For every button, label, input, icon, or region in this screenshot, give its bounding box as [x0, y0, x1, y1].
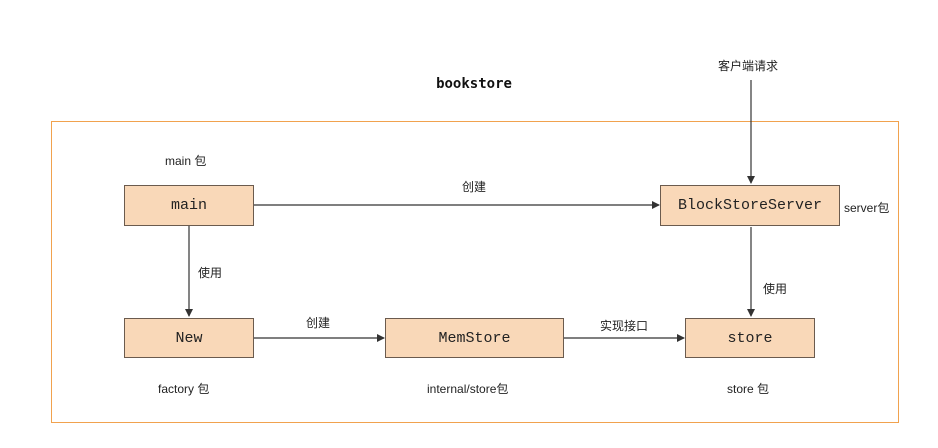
package-label-factory: factory 包 — [158, 382, 210, 396]
edge-label-server-to-store: 使用 — [763, 282, 788, 296]
package-label-internal-store: internal/store包 — [427, 382, 509, 396]
client-request-label: 客户端请求 — [718, 59, 779, 73]
edge-label-main-to-server: 创建 — [462, 180, 487, 194]
edge-label-memstore-to-store: 实现接口 — [600, 319, 649, 333]
node-memstore: MemStore — [385, 318, 564, 358]
diagram-title: bookstore — [436, 76, 512, 92]
edge-label-main-to-new: 使用 — [198, 266, 223, 280]
node-blockstoreserver: BlockStoreServer — [660, 185, 840, 226]
node-new: New — [124, 318, 254, 358]
package-label-main: main 包 — [165, 154, 207, 168]
node-store: store — [685, 318, 815, 358]
package-label-server: server包 — [844, 201, 890, 215]
package-label-store: store 包 — [727, 382, 770, 396]
edge-label-new-to-memstore: 创建 — [306, 316, 331, 330]
node-main: main — [124, 185, 254, 226]
bookstore-frame — [51, 121, 899, 423]
